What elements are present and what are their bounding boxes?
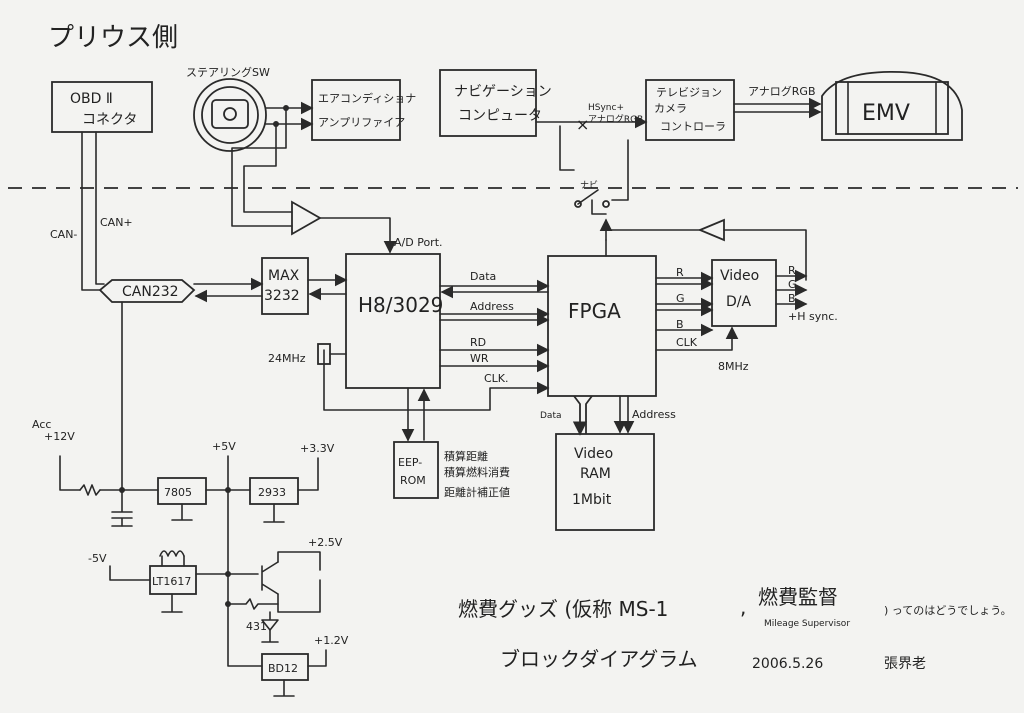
crystal-8mhz-label: 8MHz [718,360,749,373]
video-ram-block: Video RAM 1Mbit [555,433,655,531]
svg-text:FPGA: FPGA [568,299,621,323]
svg-text:コンピュータ: コンピュータ [458,108,542,124]
fuse-resistor [79,484,101,496]
svg-text:ステアリングSW: ステアリングSW [186,65,270,79]
svg-text:MAX: MAX [268,268,300,284]
analog-rgb-label-small: アナログRGB [588,113,643,125]
svg-text:RAM: RAM [580,466,611,482]
r-bus-label: R [676,266,684,279]
footer-line2: ブロックダイアグラム [500,647,698,671]
eeprom-block: EEP- ROM [393,441,439,499]
vram-data-label: Data [540,411,562,421]
steering-switch-block: ステアリングSW [186,65,270,152]
svg-text:Video: Video [720,268,759,284]
max3232-block: MAX 3232 [261,257,309,315]
svg-text:アンプリファイア: アンプリファイア [318,116,405,129]
reg-2933-block: 2933 [249,477,299,505]
lt1617-block: LT1617 [149,565,197,595]
vram-address-label: Address [632,408,676,421]
footer-alt-sub: Mileage Supervisor [764,619,850,629]
acc-12v-label: +12V [44,430,75,443]
can-minus-wire [81,131,101,291]
footer-author: 張界老 [884,656,926,672]
footer-alt-name: 燃費監督 [758,585,838,609]
g-bus-label: G [676,292,685,305]
h8-cpu-block: H8/3029 [345,253,443,389]
reg-7805-block: 7805 [157,477,207,505]
plus12v-label: +1.2V [314,634,349,647]
svg-text:テレビジョン: テレビジョン [656,86,722,99]
svg-text:3232: 3232 [264,288,300,304]
svg-text:カメラ: カメラ [654,102,687,115]
eeprom-note-3: 距離計補正値 [444,485,510,499]
can-minus-label: CAN- [50,228,77,241]
rd-label: RD [470,336,486,349]
g-out-label: G [788,278,797,291]
footer-line1: 燃費グッズ (仮称 MS-1 [458,597,668,621]
page-title: プリウス側 [48,23,178,53]
svg-text:コントローラ: コントローラ [660,120,726,133]
svg-text:H8/3029: H8/3029 [358,293,443,317]
navi-signal-label: ナビ [580,180,598,191]
opamp-symbol [291,200,322,236]
svg-text:エアコンディショナ: エアコンディショナ [318,91,416,105]
svg-text:1Mbit: 1Mbit [572,492,612,508]
svg-text:7805: 7805 [164,486,192,499]
plus25v-label: +2.5V [308,536,343,549]
svg-text:EMV: EMV [862,101,910,126]
svg-text:EEP-: EEP- [398,456,422,469]
eeprom-note-2: 積算燃料消費 [444,465,510,479]
clk-label-fpga: CLK [676,336,698,349]
can-plus-label: CAN+ [100,216,133,229]
can232-block: CAN232 [98,279,196,303]
plus5v-label: +5V [212,440,236,453]
svg-text:ナビゲーション: ナビゲーション [454,84,552,100]
svg-text:D/A: D/A [726,294,751,310]
footer-comma: , [740,595,746,619]
ad-port-label: A/D Port. [394,236,443,249]
eeprom-note-1: 積算距離 [444,449,488,463]
svg-text:BD12: BD12 [268,662,298,675]
tv-camera-controller-block: テレビジョン カメラ コントローラ [645,79,735,141]
analog-rgb-label: アナログRGB [748,84,816,98]
b-out-label: B [788,292,796,305]
svg-text:ROM: ROM [400,474,426,487]
acc-label: Acc [32,418,51,431]
svg-text:コネクタ: コネクタ [82,112,137,128]
navigation-computer-block: ナビゲーション コンピュータ [439,69,552,137]
b-bus-label: B [676,318,684,331]
address-bus-label: Address [470,300,514,313]
fpga-block: FPGA [547,255,657,397]
can-plus-wire [95,131,105,285]
inductor-symbol [159,550,185,557]
tl431-label: 431 [246,620,267,633]
obd-connector-block: OBD Ⅱ コネクタ [51,81,153,133]
wr-label: WR [470,352,489,365]
clk-label-h8: CLK. [484,372,509,385]
bd12-block: BD12 [261,653,309,681]
footer-tail: ) ってのはどうでしょう。 [884,604,1012,617]
minus5v-label: -5V [88,552,107,565]
video-dac-block: Video D/A [711,259,777,327]
svg-text:CAN232: CAN232 [122,284,179,300]
plus33v-label: +3.3V [300,442,335,455]
hsync-out-label: +H sync. [788,310,838,323]
svg-text:Video: Video [574,446,613,462]
footer-date: 2006.5.26 [752,656,823,672]
hsync-label: HSync+ [588,103,624,113]
cut-mark: × [576,115,589,134]
aircon-amplifier-block: エアコンディショナ アンプリファイア [311,79,416,141]
svg-text:OBD Ⅱ: OBD Ⅱ [70,91,113,107]
svg-text:2933: 2933 [258,486,286,499]
emv-display-block: EMV [821,70,963,141]
crystal-24mhz-label: 24MHz [268,352,306,365]
r-out-label: R [788,264,796,277]
svg-text:LT1617: LT1617 [152,575,191,588]
data-bus-label: Data [470,270,496,283]
